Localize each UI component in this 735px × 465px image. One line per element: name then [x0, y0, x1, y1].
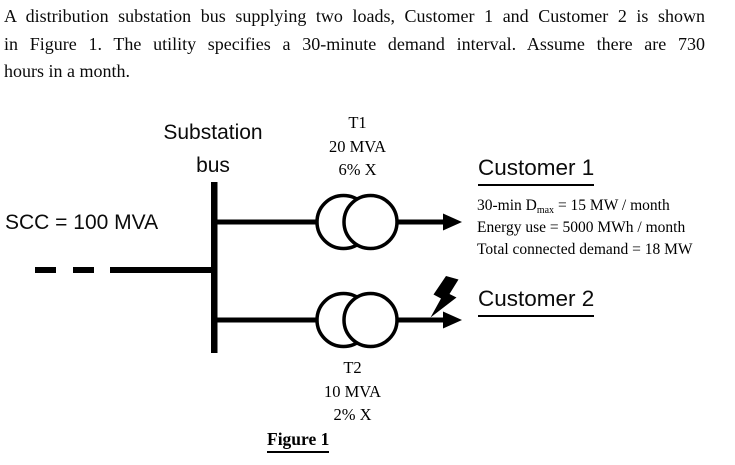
customer-1-connected-line: Total connected demand = 18 MW [477, 240, 693, 258]
customer-1-details: 30-min Dmax = 15 MW / month Energy use =… [477, 195, 693, 260]
customer-1-demand-post: = 15 MW / month [554, 197, 670, 214]
t1-name: T1 [348, 113, 367, 132]
t2-rating: 10 MVA [323, 381, 381, 401]
substation-bus-label-line-1: Substation [163, 121, 263, 144]
t1-rating: 20 MVA [328, 136, 386, 156]
customer-1-title: Customer 1 [478, 155, 595, 186]
t2-impedance: 2% X [333, 405, 372, 424]
substation-bus-label: Substation bus [152, 116, 274, 182]
scc-label: SCC = 100 MVA [5, 211, 159, 234]
t1-arrowhead-icon [443, 213, 462, 231]
customer-1-demand-subscript: max [536, 205, 555, 216]
problem-statement: A distribution substation bus supplying … [4, 3, 705, 86]
problem-statement-line-1: A distribution substation bus supplying … [4, 6, 705, 26]
customer-1-demand-line: 30-min Dmax = 15 MW / month [477, 195, 693, 217]
t1-label-block: T1 20 MVA 6% X [300, 111, 415, 182]
t2-label-block: T2 10 MVA 2% X [295, 356, 410, 427]
figure-caption: Figure 1 [267, 429, 330, 453]
problem-statement-line-2: in Figure 1. The utility specifies a 30-… [4, 33, 705, 54]
substation-bus-label-line-2: bus [196, 154, 230, 177]
customer-2-title: Customer 2 [478, 286, 595, 317]
t1-impedance: 6% X [338, 160, 377, 179]
customer-1-demand-pre: 30-min D [477, 197, 537, 214]
t2-name: T2 [343, 358, 362, 377]
t2-transformer-icon [315, 291, 399, 349]
problem-statement-line-3: hours in a month. [4, 61, 130, 81]
customer-1-energy-line: Energy use = 5000 MWh / month [477, 218, 686, 236]
lightning-bolt-icon [430, 276, 459, 318]
t1-transformer-icon [315, 193, 399, 251]
t2-arrowhead-icon [443, 311, 462, 329]
